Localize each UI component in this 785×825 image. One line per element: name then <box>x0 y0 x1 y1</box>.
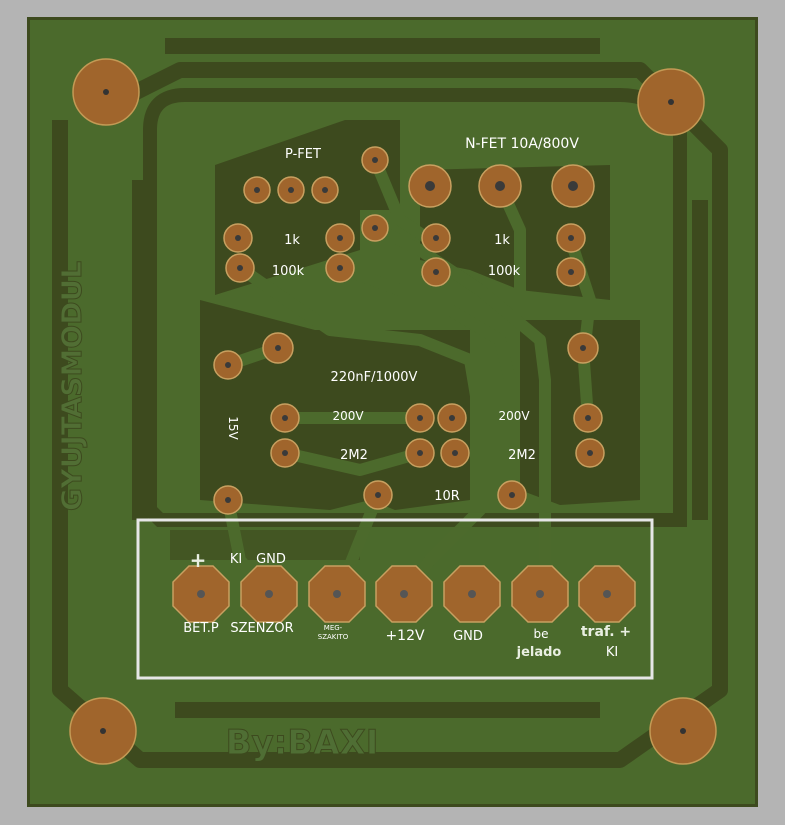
pad-label-be: be <box>534 627 549 641</box>
connector-pad <box>240 565 298 623</box>
pad-label-betp: BET.P <box>183 621 219 636</box>
pad-label-12v: +12V <box>385 628 425 644</box>
resistor-1k-left-label: 1k <box>284 233 300 248</box>
capacitor-label: 220nF/1000V <box>331 370 418 385</box>
pad-label-jelado: jelado <box>516 645 562 660</box>
gnd-top-label: GND <box>256 552 286 567</box>
nfet-label: N-FET 10A/800V <box>465 136 579 152</box>
resistor-10r-label: 10R <box>434 489 460 504</box>
ki-top-label: KI <box>230 552 242 567</box>
resistor-1k-right-label: 1k <box>494 233 510 248</box>
connector-pad <box>578 565 636 623</box>
connector-pad <box>511 565 569 623</box>
connector-pad <box>172 565 230 623</box>
connector-pad <box>308 565 366 623</box>
connector-pad <box>443 565 501 623</box>
pad-label-gnd: GND <box>453 629 483 644</box>
resistor-100k-left-label: 100k <box>272 264 305 279</box>
resistor-2m2-left-label: 2M2 <box>340 448 368 463</box>
module-title: GYUJTASMODUL <box>55 261 88 511</box>
pad-label-traf: traf. + <box>581 624 631 640</box>
connector-pad <box>375 565 433 623</box>
voltage-200v-right-label: 200V <box>498 409 530 423</box>
pad-label-meg: MEG- <box>324 624 343 632</box>
pad-label-szenzor: SZENZOR <box>230 621 293 636</box>
resistor-100k-right-label: 100k <box>488 264 521 279</box>
mounting-holes <box>69 58 717 765</box>
drill-holes <box>225 157 593 503</box>
zener-15v-label: 15V <box>226 416 240 440</box>
credit-label: By:BAXI <box>226 723 379 763</box>
connector-pads <box>172 565 636 623</box>
plus-label: + <box>190 548 207 572</box>
voltage-200v-left-label: 200V <box>332 409 364 423</box>
pfet-label: P-FET <box>285 147 321 162</box>
connector-outline <box>136 518 654 680</box>
pad-label-szakito: SZAKITO <box>318 633 349 641</box>
resistor-2m2-right-label: 2M2 <box>508 448 536 463</box>
pad-label-ki: KI <box>606 645 618 660</box>
